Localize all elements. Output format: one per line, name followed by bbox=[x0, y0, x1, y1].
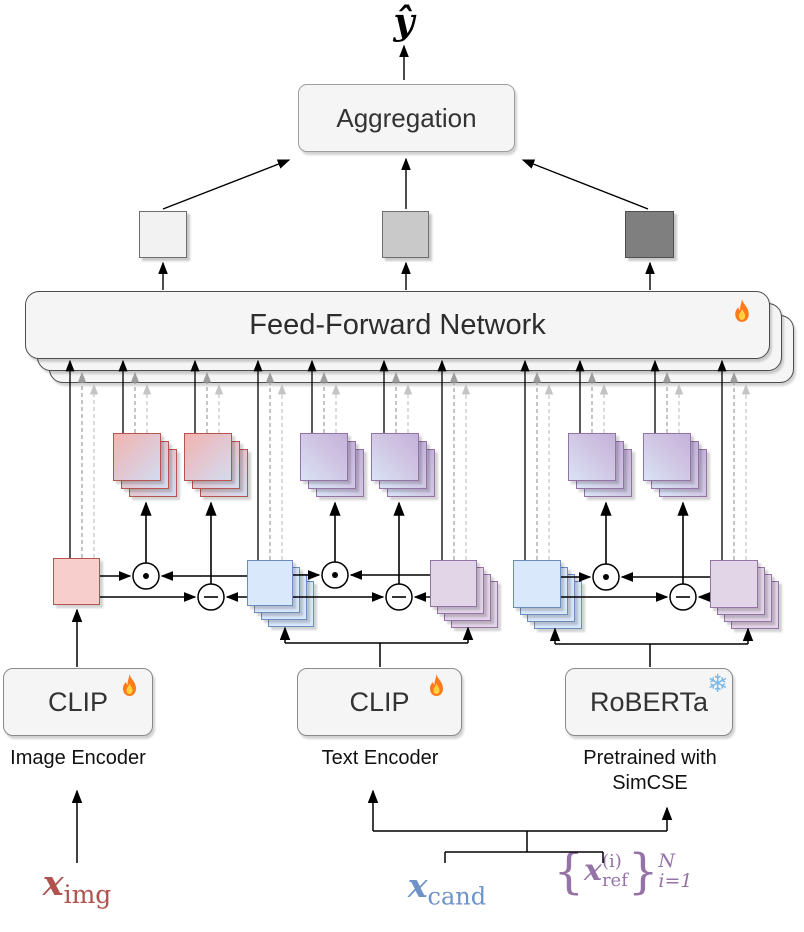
clip-image-encoder-label: CLIP bbox=[47, 686, 109, 717]
operand-arrows bbox=[100, 570, 711, 602]
roberta-encoder-box: RoBERTa ❄ bbox=[565, 668, 733, 736]
fire-icon bbox=[119, 674, 140, 705]
roberta-encoder-label: RoBERTa bbox=[589, 686, 709, 717]
op-output-arrows bbox=[140, 501, 689, 584]
fused-feature-square-light bbox=[139, 211, 187, 258]
aggregation-label: Aggregation bbox=[336, 102, 477, 133]
snowflake-icon: ❄ bbox=[707, 669, 728, 698]
fire-icon bbox=[731, 299, 753, 332]
image-embedding-square bbox=[53, 558, 100, 605]
ffn-label: Feed-Forward Network bbox=[249, 308, 546, 341]
op-circles bbox=[132, 561, 697, 611]
input-candidate-label: xcand bbox=[407, 866, 487, 911]
fused-feature-square-mid bbox=[382, 211, 429, 258]
input-references-label: {x (i) ref } N i=1 bbox=[553, 843, 693, 900]
aggregation-box: Aggregation bbox=[298, 84, 515, 152]
fused-feature-square-dark bbox=[625, 211, 674, 258]
image-encoder-sublabel: Image Encoder bbox=[10, 747, 146, 769]
clip-text-encoder-box: CLIP bbox=[297, 668, 462, 736]
text-encoder-sublabel: Text Encoder bbox=[321, 747, 439, 769]
fire-icon bbox=[426, 674, 447, 705]
output-label: ŷ bbox=[393, 1, 415, 43]
encoder-output-arrows bbox=[71, 608, 754, 667]
ffn-box: Feed-Forward Network bbox=[25, 291, 770, 359]
input-image-label: ximg bbox=[42, 863, 112, 909]
clip-text-encoder-label: CLIP bbox=[349, 686, 410, 717]
roberta-sublabel: Pretrained with SimCSE bbox=[583, 747, 717, 794]
clip-image-encoder-box: CLIP bbox=[3, 668, 153, 736]
